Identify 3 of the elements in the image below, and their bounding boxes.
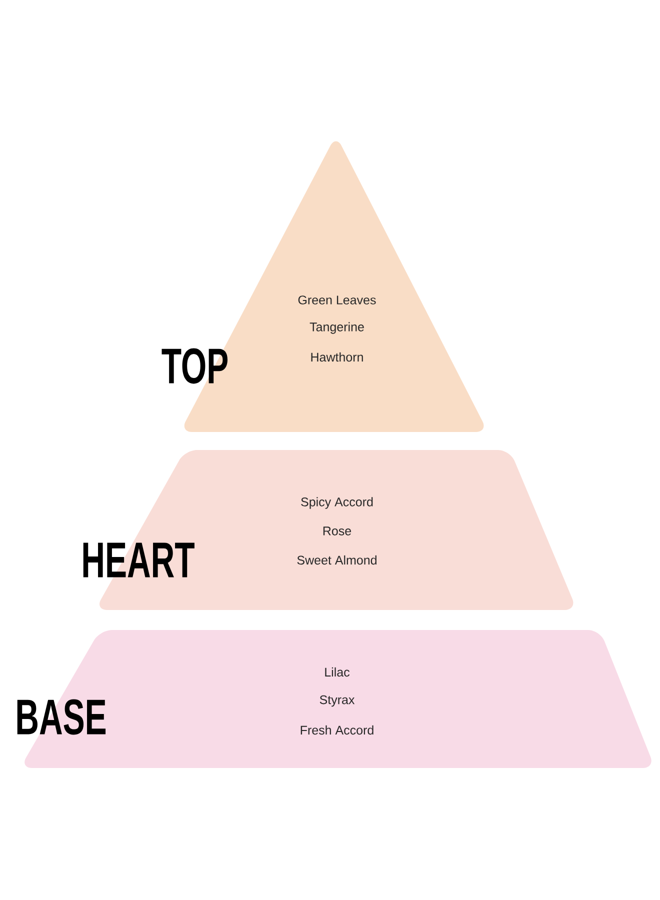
pyramid-tier: HEART Spicy Accord Rose Sweet Almond (83, 450, 574, 610)
pyramid-tier: BASE Lilac Styrax Fresh Accord (17, 630, 652, 768)
pyramid-tier: TOP Green Leaves Tangerine Hawthorn (162, 141, 484, 432)
